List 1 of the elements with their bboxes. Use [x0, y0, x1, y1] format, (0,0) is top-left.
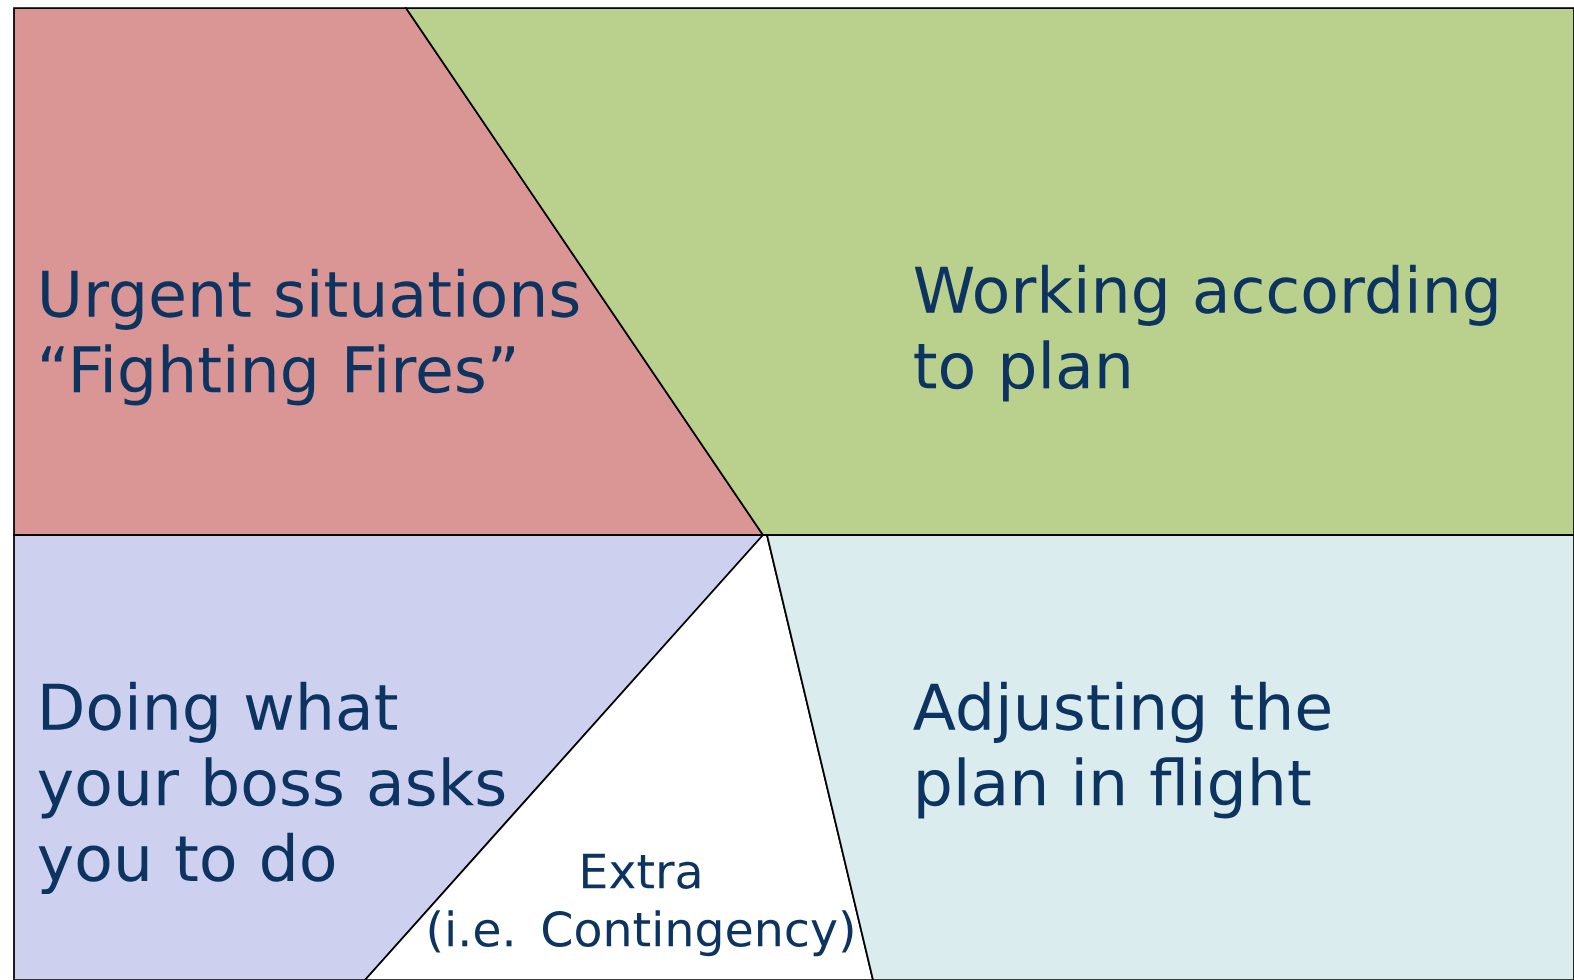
region-panel: Urgent situations “Fighting Fires” — [13, 7, 765, 536]
